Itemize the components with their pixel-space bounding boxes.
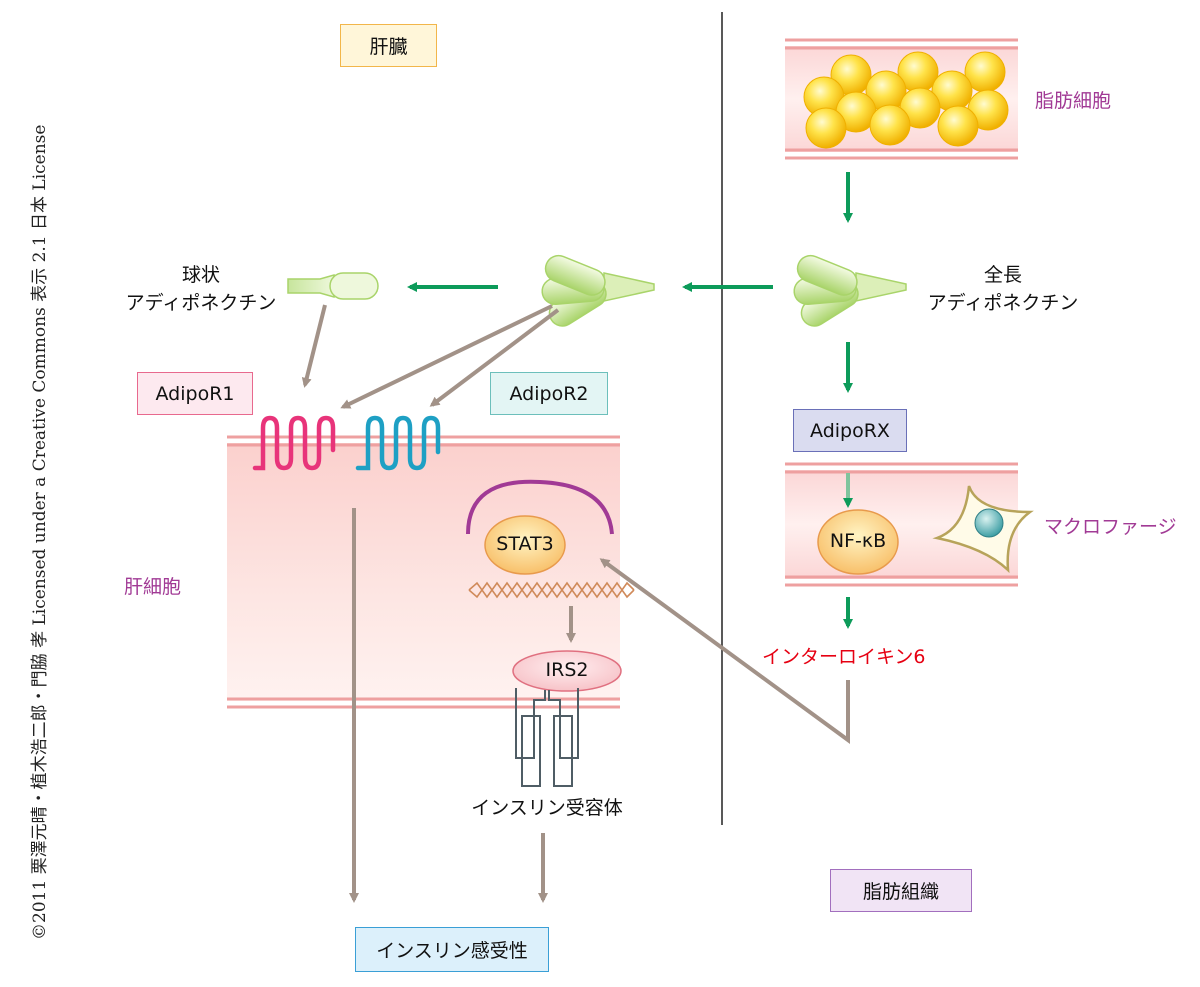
arrow-globular-to-adipor1: [301, 304, 327, 388]
irs2-label: IRS2: [545, 659, 589, 681]
dna-strand: [468, 581, 635, 599]
insulin-sensitivity-label: インスリン感受性: [355, 927, 549, 972]
full-adiponectin-label-1: 全長: [983, 264, 1022, 286]
arrow-il6-to-stat3: [599, 558, 850, 744]
globular-adiponectin: [287, 272, 379, 300]
insulin-receptor-shape: [515, 688, 579, 787]
stat3-label: STAT3: [496, 533, 554, 555]
arrow-full-to-adipor1: [340, 304, 553, 409]
nfkb-label: NF-κB: [829, 530, 887, 552]
globular-adiponectin-label-1: 球状: [181, 264, 220, 286]
full-adiponectin-label-2: アディポネクチン: [927, 292, 1079, 314]
fat-droplets: [803, 51, 1009, 149]
liver-label: 肝臓: [340, 24, 437, 67]
macrophage-label: マクロファージ: [1044, 516, 1177, 538]
arrows: [301, 172, 853, 903]
adiporx-label: AdipoRX: [793, 409, 907, 452]
adipocyte-tissue: [785, 38, 1018, 160]
hepatocyte-label: 肝細胞: [124, 576, 182, 598]
irs2-node: [512, 650, 622, 692]
stat3-node: [484, 515, 566, 575]
interleukin6-label: インターロイキン6: [762, 646, 926, 668]
adipor2-receptor: [355, 415, 441, 471]
adipor1-label: AdipoR1: [137, 372, 253, 415]
macrophage-nucleus: [974, 508, 1004, 538]
globular-adiponectin-label-2: アディポネクチン: [125, 292, 277, 314]
arrow-full-to-adipor2: [429, 308, 560, 407]
insulin-receptor-label: インスリン受容体: [471, 797, 623, 819]
adipor2-label: AdipoR2: [490, 372, 608, 415]
adipose-tissue-label: 脂肪組織: [830, 869, 972, 912]
adipor1-receptor: [252, 415, 336, 471]
copyright-notice: ©2011 栗澤元晴・植木浩二郎・門脇 孝 Licensed under a C…: [30, 124, 50, 940]
full-length-adiponectin-adipose: [792, 250, 907, 332]
stat3-arc: [466, 479, 614, 535]
adipose-macrophage-tissue: [785, 462, 1034, 587]
nfkb-node: [817, 509, 899, 575]
adipocyte-label: 脂肪細胞: [1035, 90, 1112, 112]
full-length-adiponectin-liver: [540, 250, 655, 332]
